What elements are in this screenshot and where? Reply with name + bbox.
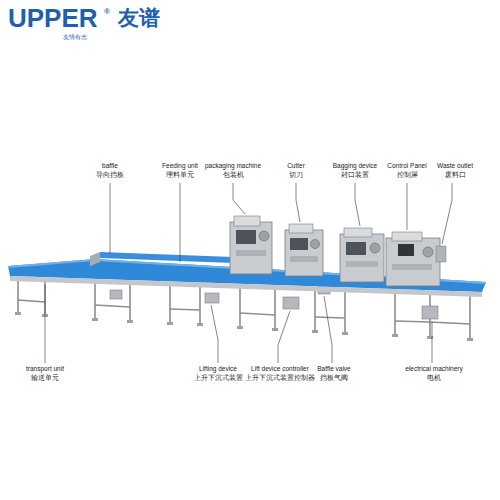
logo-mark: ® [104, 7, 110, 16]
part-label: transport unit [26, 365, 64, 372]
part-label: 挡板气阀 [320, 374, 348, 381]
leader-lines [45, 183, 452, 363]
part-label: electrical machinery [405, 365, 462, 372]
part-label: 上升下沉式装置 [194, 374, 243, 381]
part-label: 输送单元 [31, 374, 59, 381]
part-label: packaging machine [205, 162, 261, 169]
part-label: Bagging device [333, 162, 377, 169]
part-label: 上升下沉式装置控制器 [245, 374, 315, 381]
part-label: Waste outlet [437, 162, 473, 169]
part-label: 电机 [427, 374, 441, 381]
baffle-plate [90, 252, 100, 266]
logo-slogan: 友情有志 [63, 34, 87, 41]
part-label: Cutter [287, 162, 305, 169]
part-label: 导向挡板 [96, 171, 124, 178]
part-label: Lift device controller [251, 365, 309, 372]
logo-text: UPPER [8, 4, 98, 34]
part-label: 封口装置 [341, 171, 369, 178]
packaging-machine [230, 216, 272, 274]
cutter-machine [285, 224, 323, 276]
waste-chute [436, 246, 446, 262]
part-label: Baffle valve [317, 365, 350, 372]
part-label: 控制屏 [397, 171, 418, 178]
part-label: 理料单元 [166, 171, 194, 178]
part-label: 废料口 [445, 171, 466, 178]
part-label: 切刀 [289, 171, 303, 178]
logo-text: 友谱 [118, 6, 160, 30]
part-label: Control Panel [387, 162, 426, 169]
part-label: Feeding unit [162, 162, 198, 169]
part-label: 包装机 [223, 171, 244, 178]
leg-feet [15, 312, 473, 341]
part-label: Lifting device [199, 365, 237, 372]
sealing-machine [386, 232, 446, 286]
bagging-machine [340, 228, 384, 282]
control-screen [398, 244, 414, 256]
part-label: baffle [102, 162, 118, 169]
